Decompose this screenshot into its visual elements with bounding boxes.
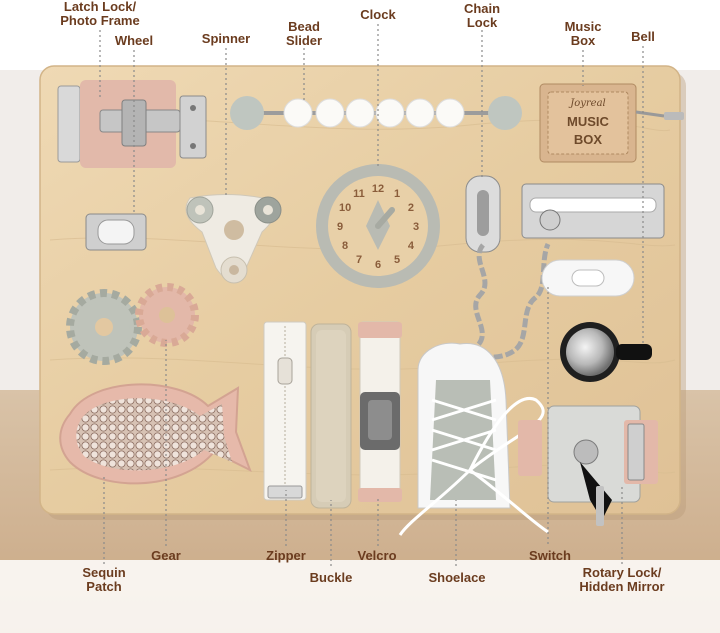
wheel-toy[interactable]: [85, 213, 147, 251]
label-spinner: Spinner: [190, 32, 262, 46]
label-spinner-line1: Spinner: [201, 31, 251, 46]
bead-slider[interactable]: [230, 96, 522, 130]
label-bell-line1: Bell: [631, 29, 655, 44]
fidget-spinner[interactable]: [185, 193, 282, 284]
music-box[interactable]: Joyreal MUSIC BOX: [539, 83, 684, 163]
clock-number: 4: [408, 240, 415, 252]
label-latch-lock: Latch Lock/Photo Frame: [38, 0, 162, 28]
label-music-box-line2: Box: [570, 33, 596, 48]
label-shoelace-line1: Shoelace: [428, 570, 486, 585]
label-buckle-line1: Buckle: [309, 570, 353, 585]
label-switch-line1: Switch: [529, 548, 571, 563]
label-sequin-patch-line2: Patch: [86, 579, 122, 594]
music-box-brand: Joyreal: [568, 98, 606, 109]
label-velcro-line1: Velcro: [357, 548, 397, 563]
label-sequin-patch-line1: Sequin: [82, 565, 126, 580]
label-clock: Clock: [350, 8, 406, 22]
label-bead-slider-line2: Slider: [285, 33, 323, 48]
label-zipper-line1: Zipper: [266, 548, 306, 563]
gear-pair[interactable]: [66, 283, 199, 365]
leader-lines: [99, 24, 644, 566]
clock-number: 9: [337, 221, 343, 233]
label-bell: Bell: [621, 30, 665, 44]
label-clock-line1: Clock: [360, 7, 396, 22]
clock-number: 6: [375, 259, 381, 271]
clock-number: 11: [353, 188, 365, 200]
zipper[interactable]: [263, 321, 307, 501]
clock-number: 1: [394, 188, 400, 200]
buckle-strap[interactable]: [310, 323, 352, 509]
music-box-line1: MUSIC: [567, 114, 610, 129]
label-music-box-line1: Music: [564, 19, 602, 34]
velcro-buckle[interactable]: [358, 321, 402, 502]
label-gear: Gear: [140, 549, 192, 563]
sequin-patch[interactable]: [59, 383, 252, 485]
label-bead-slider-line1: Bead: [288, 19, 320, 34]
label-latch-lock-line2: Photo Frame: [60, 13, 140, 28]
label-buckle: Buckle: [298, 571, 364, 585]
label-rotary-lock-line1: Rotary Lock/: [582, 565, 662, 580]
clock-number: 8: [342, 240, 348, 252]
clock-number: 5: [394, 254, 400, 266]
rotary-lock[interactable]: [518, 405, 658, 526]
clock-number: 12: [372, 183, 384, 195]
music-box-line2: BOX: [574, 132, 603, 147]
latch-lock[interactable]: [57, 80, 207, 168]
label-wheel: Wheel: [104, 34, 164, 48]
label-zipper: Zipper: [254, 549, 318, 563]
bicycle-bell[interactable]: [560, 322, 652, 382]
label-latch-lock-line1: Latch Lock/: [63, 0, 137, 14]
label-rotary-lock: Rotary Lock/Hidden Mirror: [562, 566, 682, 594]
label-chain-lock-line2: Lock: [466, 15, 498, 30]
clock-number: 7: [356, 254, 362, 266]
shoe-laces[interactable]: [398, 342, 549, 536]
clock-number: 2: [408, 202, 414, 214]
label-gear-line1: Gear: [151, 548, 181, 563]
clock-number: 3: [413, 221, 419, 233]
label-switch: Switch: [518, 549, 582, 563]
label-shoelace: Shoelace: [416, 571, 498, 585]
label-chain-lock-line1: Chain: [463, 1, 501, 16]
label-rotary-lock-line2: Hidden Mirror: [579, 579, 665, 594]
clock-number: 10: [339, 202, 351, 214]
light-switch[interactable]: [541, 259, 635, 297]
label-wheel-line1: Wheel: [114, 33, 154, 48]
label-velcro: Velcro: [344, 549, 410, 563]
